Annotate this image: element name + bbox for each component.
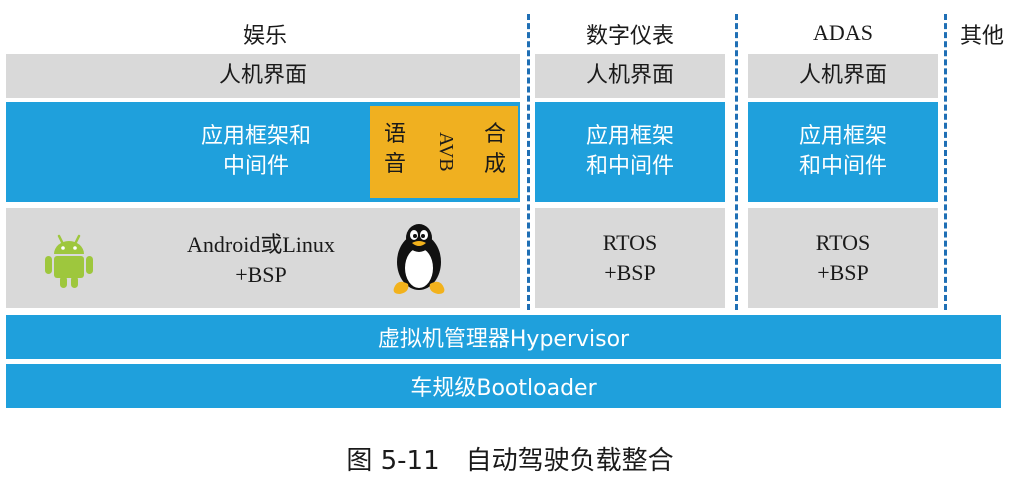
os-adas-line2: +BSP <box>817 260 869 285</box>
framework-entertainment-line2: 中间件 <box>222 154 289 179</box>
header-cluster: 数字仪表 <box>585 24 674 49</box>
figure-caption: 图 5-11 自动驾驶负载整合 <box>346 446 674 476</box>
header-entertainment: 娱乐 <box>242 24 287 49</box>
framework-adas: 应用框架 和中间件 <box>748 102 938 202</box>
hmi-cluster: 人机界面 <box>535 54 725 98</box>
speech-box-avb: AVB <box>435 132 457 172</box>
framework-cluster-line2: 和中间件 <box>585 154 674 179</box>
os-entertainment: Android或Linux +BSP <box>6 208 520 308</box>
os-adas: RTOS +BSP <box>748 208 938 308</box>
framework-entertainment: 应用框架和 中间件 语 音 AVB 合 成 <box>6 102 520 202</box>
speech-box-char: 合 <box>483 122 506 147</box>
hmi-entertainment-label: 人机界面 <box>218 63 307 88</box>
framework-cluster: 应用框架 和中间件 <box>535 102 725 202</box>
hmi-adas-label: 人机界面 <box>798 63 887 88</box>
bootloader-bar: 车规级Bootloader <box>6 364 1001 408</box>
hmi-cluster-label: 人机界面 <box>585 63 674 88</box>
hypervisor-label: 虚拟机管理器Hypervisor <box>377 327 630 352</box>
linux-tux-icon <box>393 224 445 294</box>
bootloader-label: 车规级Bootloader <box>410 376 597 401</box>
speech-avb-box: 语 音 AVB 合 成 <box>370 106 518 198</box>
framework-adas-line2: 和中间件 <box>798 154 887 179</box>
framework-adas-line1: 应用框架 <box>798 124 887 149</box>
speech-box-char: 音 <box>383 152 406 177</box>
header-adas: ADAS <box>813 20 873 45</box>
column-divider <box>735 14 738 310</box>
hypervisor-bar: 虚拟机管理器Hypervisor <box>6 315 1001 359</box>
hmi-entertainment: 人机界面 <box>6 54 520 98</box>
column-divider <box>944 14 947 310</box>
hmi-adas: 人机界面 <box>748 54 938 98</box>
column-divider <box>527 14 530 310</box>
speech-box-char: 语 <box>383 122 406 147</box>
header-other: 其他 <box>959 24 1004 49</box>
android-icon <box>45 234 93 288</box>
speech-box-char: 成 <box>483 152 506 177</box>
framework-cluster-line1: 应用框架 <box>585 124 674 149</box>
os-adas-line1: RTOS <box>815 230 871 255</box>
os-entertainment-line1: Android或Linux <box>187 232 335 257</box>
os-cluster-line1: RTOS <box>602 230 658 255</box>
os-entertainment-line2: +BSP <box>235 262 287 287</box>
os-cluster: RTOS +BSP <box>535 208 725 308</box>
framework-entertainment-line1: 应用框架和 <box>200 124 311 149</box>
os-cluster-line2: +BSP <box>604 260 656 285</box>
